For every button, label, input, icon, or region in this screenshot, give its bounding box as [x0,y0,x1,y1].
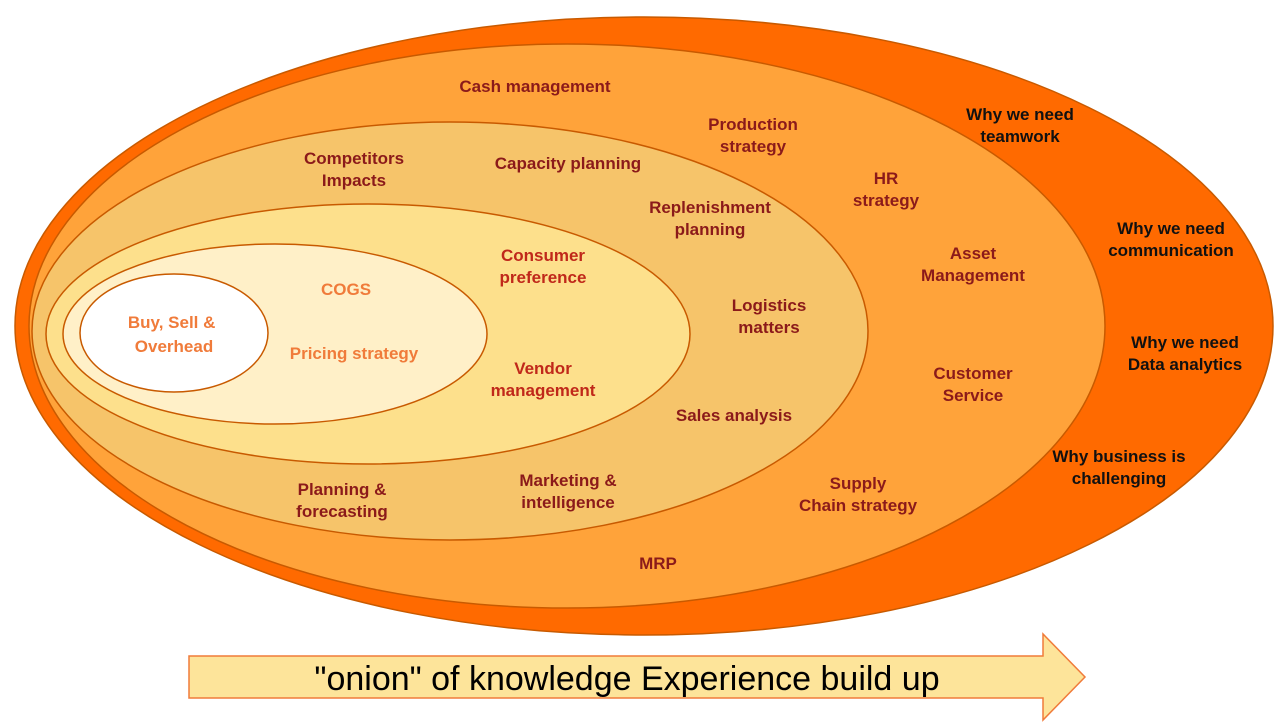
core-label-line-2: Overhead [135,337,213,356]
label-customer-service-line-2: Service [943,386,1004,405]
label-consumer-preference-line-2: preference [500,268,587,287]
experience-arrow [188,632,1087,722]
label-cash-management-line-1: Cash management [459,77,610,96]
label-mrp: MRP [639,554,677,573]
label-marketing-intelligence-line-1: Marketing & [519,471,616,490]
label-production-strategy-line-2: strategy [720,137,787,156]
core-label: Buy, Sell & Overhead [128,313,220,356]
label-customer-service-line-1: Customer [933,364,1013,383]
label-planning-forecasting-line-1: Planning & [298,480,387,499]
label-vendor-management-line-1: Vendor [514,359,572,378]
label-marketing-intelligence-line-2: intelligence [521,493,615,512]
label-cogs-line-1: COGS [321,280,371,299]
label-competitors-impacts-line-2: Impacts [322,171,386,190]
label-logistics-matters: Logistics matters [732,296,807,337]
label-vendor-management: Vendor management [491,359,596,400]
label-replenishment-planning: Replenishment planning [649,198,771,239]
label-why-communication-line-1: Why we need [1117,219,1225,238]
label-why-communication: Why we need communication [1108,219,1234,260]
label-why-challenging: Why business is challenging [1052,447,1185,488]
label-sales-analysis: Sales analysis [676,406,792,425]
label-cogs: COGS [321,280,371,299]
label-hr-strategy: HR strategy [853,169,920,210]
label-production-strategy: Production strategy [708,115,798,156]
label-competitors-impacts-line-1: Competitors [304,149,404,168]
label-why-data-analytics-line-2: Data analytics [1128,355,1242,374]
label-asset-management-line-2: Management [921,266,1025,285]
label-hr-strategy-line-1: HR [874,169,899,188]
label-hr-strategy-line-2: strategy [853,191,920,210]
label-vendor-management-line-2: management [491,381,596,400]
label-cash-management: Cash management [459,77,610,96]
label-replenishment-planning-line-2: planning [675,220,746,239]
label-sales-analysis-line-1: Sales analysis [676,406,792,425]
label-why-challenging-line-1: Why business is [1052,447,1185,466]
label-supply-chain-strategy-line-1: Supply [830,474,887,493]
ring-labels: COGS Pricing strategy Consumer preference… [290,77,1242,573]
label-replenishment-planning-line-1: Replenishment [649,198,771,217]
label-why-challenging-line-2: challenging [1072,469,1166,488]
label-supply-chain-strategy-line-2: Chain strategy [799,496,918,515]
label-planning-forecasting: Planning & forecasting [296,480,388,521]
label-marketing-intelligence: Marketing & intelligence [519,471,616,512]
label-why-communication-line-2: communication [1108,241,1234,260]
label-logistics-matters-line-2: matters [738,318,799,337]
label-why-teamwork-line-1: Why we need [966,105,1074,124]
label-pricing-strategy: Pricing strategy [290,344,419,363]
core-label-line-1: Buy, Sell & [128,313,216,332]
label-why-teamwork: Why we need teamwork [966,105,1074,146]
arrow-label: "onion" of knowledge Experience build up [314,660,939,698]
label-production-strategy-line-1: Production [708,115,798,134]
label-capacity-planning: Capacity planning [495,154,641,173]
label-capacity-planning-line-1: Capacity planning [495,154,641,173]
core-ellipse [79,273,269,393]
label-pricing-strategy-line-1: Pricing strategy [290,344,419,363]
label-why-data-analytics-line-1: Why we need [1131,333,1239,352]
label-consumer-preference-line-1: Consumer [501,246,585,265]
label-planning-forecasting-line-2: forecasting [296,502,388,521]
label-logistics-matters-line-1: Logistics [732,296,807,315]
label-consumer-preference: Consumer preference [500,246,587,287]
label-why-teamwork-line-2: teamwork [980,127,1060,146]
label-asset-management-line-1: Asset [950,244,997,263]
label-mrp-line-1: MRP [639,554,677,573]
